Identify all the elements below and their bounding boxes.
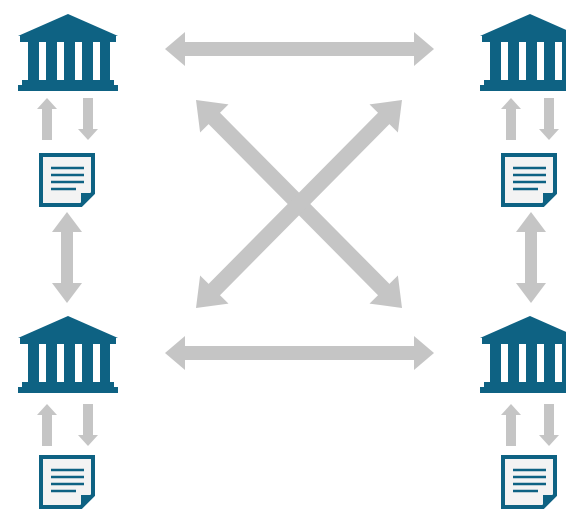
link-arrow-top-left-to-bottom-left (52, 212, 82, 303)
arrow-up-icon (501, 98, 521, 140)
arrow-down-icon (78, 404, 98, 446)
arrow-up-icon (37, 98, 57, 140)
bank-building-icon (18, 316, 118, 393)
arrows-layer (37, 32, 559, 446)
bank-building-icon (480, 14, 566, 91)
link-arrow-bottom-left-to-bottom-right (165, 336, 434, 370)
document-icon (39, 455, 95, 509)
arrow-up-icon (37, 404, 57, 446)
arrow-up-icon (501, 404, 521, 446)
link-arrow-top-right-to-bottom-right (516, 212, 546, 303)
document-icon (501, 455, 557, 509)
arrow-down-icon (539, 404, 559, 446)
bank-building-icon (480, 316, 566, 393)
arrow-down-icon (78, 98, 98, 140)
document-icon (39, 153, 95, 207)
document-icon (501, 153, 557, 207)
arrow-down-icon (539, 98, 559, 140)
link-arrow-top-left-to-top-right (165, 32, 434, 66)
link-arrow-top-right-to-bottom-left (196, 100, 402, 308)
bank-building-icon (18, 14, 118, 91)
icons-layer (18, 14, 566, 509)
